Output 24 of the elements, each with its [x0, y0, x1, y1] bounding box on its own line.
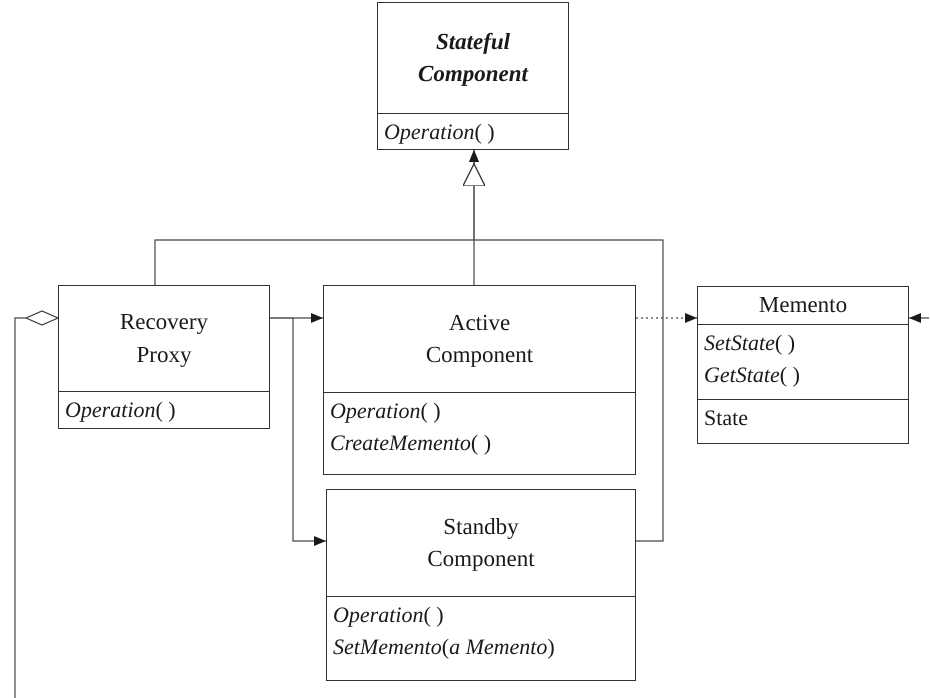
operation-text: Operation( ): [333, 601, 444, 629]
class-name: Memento: [758, 291, 848, 320]
class-box: [323, 285, 636, 475]
operation-text: Operation( ): [384, 118, 495, 146]
operation-text: SetMemento(a Memento): [333, 632, 555, 661]
class-name: Active Component: [424, 308, 534, 369]
association-arrow: [270, 317, 326, 546]
association-arrow: [909, 313, 929, 323]
attribute-text: State: [704, 404, 748, 432]
class-box: [58, 285, 270, 429]
class-name: Standby Component: [426, 512, 536, 573]
operation-text: SetState( ): [704, 329, 796, 357]
operation-text: CreateMemento( ): [330, 428, 492, 457]
class-name: Recovery Proxy: [118, 308, 210, 369]
class-name: Stateful Component: [417, 28, 530, 88]
class-box: [697, 286, 909, 444]
class-box: [377, 2, 569, 150]
operation-text: Operation( ): [65, 396, 176, 424]
operation-text: GetState( ): [704, 360, 800, 389]
class-box: [326, 489, 636, 681]
operation-text: Operation( ): [330, 397, 441, 425]
dependency-arrow: [636, 313, 697, 323]
aggregation-line: [14, 310, 59, 698]
inheritance-arrow: [462, 149, 664, 542]
